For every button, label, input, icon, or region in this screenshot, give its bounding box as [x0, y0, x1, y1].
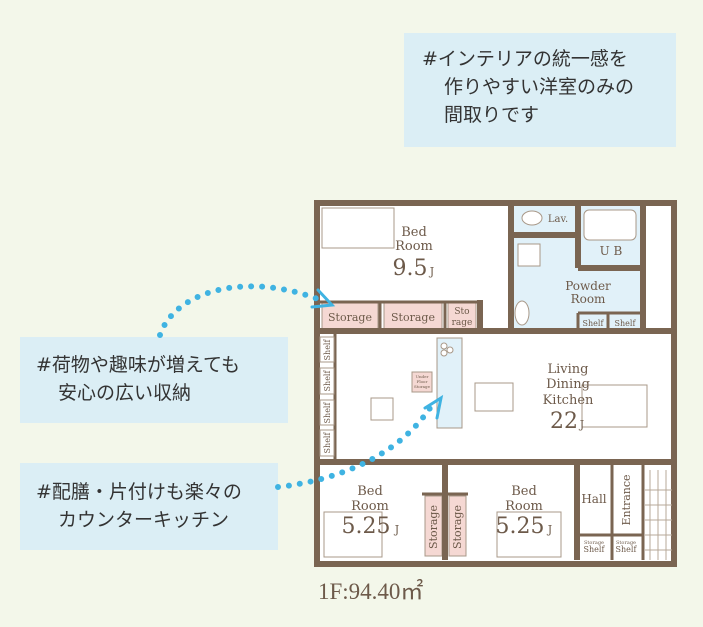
callout-interior: #インテリアの統一感を 作りやすい洋室のみの 間取りです: [404, 33, 676, 147]
shelf-label: Shelf: [323, 339, 332, 361]
sofa: [581, 384, 648, 428]
shelf-label: Shelf: [584, 545, 606, 554]
arrow-head-icon: [310, 288, 336, 309]
shelf-label: Shelf: [323, 432, 332, 454]
room-name: Bed: [511, 484, 537, 499]
callout-line: #配膳・片付けも楽々の: [36, 481, 242, 503]
shelf: [319, 429, 335, 457]
callout-kitchen: #配膳・片付けも楽々の カウンターキッチン: [20, 463, 278, 550]
room-size: 5.25: [342, 514, 391, 539]
floor-area-label: 1F:94.40㎡: [318, 579, 424, 604]
outer-wall: [314, 200, 677, 567]
room-name: Dining: [546, 377, 590, 392]
arrow-to-storage: [157, 283, 328, 338]
storage-label: Storage: [451, 505, 464, 549]
underfloor-label: Storage: [414, 384, 431, 389]
room-name: Living: [548, 362, 589, 377]
arrow-head-icon: [423, 394, 444, 420]
room-size: 5.25: [496, 514, 545, 539]
room-name: Room: [571, 292, 606, 306]
callout-storage: #荷物や趣味が増えても 安心の広い収納: [20, 337, 288, 423]
storage-label: Sto: [454, 307, 469, 317]
storage-label: Storage: [616, 540, 636, 546]
shelf: [319, 336, 335, 363]
room-size: 22: [550, 409, 578, 434]
washing-machine: [517, 243, 541, 267]
storage-label: rage: [452, 318, 473, 328]
callout-line: カウンターキッチン: [58, 509, 230, 531]
room-name: Room: [505, 499, 543, 514]
bed: [496, 511, 562, 558]
room-name: Kitchen: [543, 393, 594, 408]
room-name: Bed: [401, 225, 427, 240]
callout-line: #インテリアの統一感を: [422, 48, 628, 70]
shelf-label: Shelf: [615, 319, 637, 328]
room-size-unit: J: [547, 523, 552, 536]
bed: [323, 511, 383, 558]
room-name-entrance: Entrance: [620, 474, 633, 525]
room-size-unit: J: [394, 523, 399, 536]
callout-line: 作りやすい洋室のみの: [444, 76, 635, 98]
underfloor-storage: [411, 371, 433, 393]
room-name: Room: [351, 499, 389, 514]
underfloor-label: Under: [416, 374, 429, 379]
shelf: [319, 367, 335, 395]
callout-line: 間取りです: [444, 104, 540, 126]
storage-label: Storage: [584, 540, 604, 546]
room-name-lav: Lav.: [548, 214, 568, 225]
bathtub: [583, 209, 637, 241]
room-size-unit: J: [579, 418, 584, 431]
shelf-label: Shelf: [323, 402, 332, 424]
shelf-label: Shelf: [583, 319, 605, 328]
room-name-ub: U B: [600, 244, 623, 258]
room-name: Bed: [357, 484, 383, 499]
storage-2: [383, 302, 443, 331]
room-size: 9.5: [393, 256, 428, 281]
storage-3: [447, 302, 477, 331]
storage-label: Storage: [391, 311, 435, 324]
bed: [321, 207, 395, 249]
callout-line: 安心の広い収納: [58, 382, 192, 404]
storage-5: [448, 495, 467, 557]
callout-line: #荷物や趣味が増えても: [36, 354, 241, 376]
storage-label: Storage: [328, 311, 372, 324]
room-name: Powder: [565, 279, 611, 293]
shelf-label: Shelf: [616, 545, 638, 554]
arrow-to-kitchen: [275, 402, 435, 490]
shelf: [319, 399, 335, 426]
kitchen-appliance: [370, 397, 394, 421]
room-size-unit: J: [429, 265, 434, 278]
room-name-hall: Hall: [581, 492, 606, 506]
underfloor-label: Floor: [417, 379, 428, 384]
room-name: Room: [395, 239, 433, 254]
dining-table: [474, 382, 514, 412]
toilet: [514, 300, 530, 326]
toilet: [521, 210, 543, 226]
shelf-label: Shelf: [323, 370, 332, 392]
storage-label: Storage: [427, 505, 440, 549]
